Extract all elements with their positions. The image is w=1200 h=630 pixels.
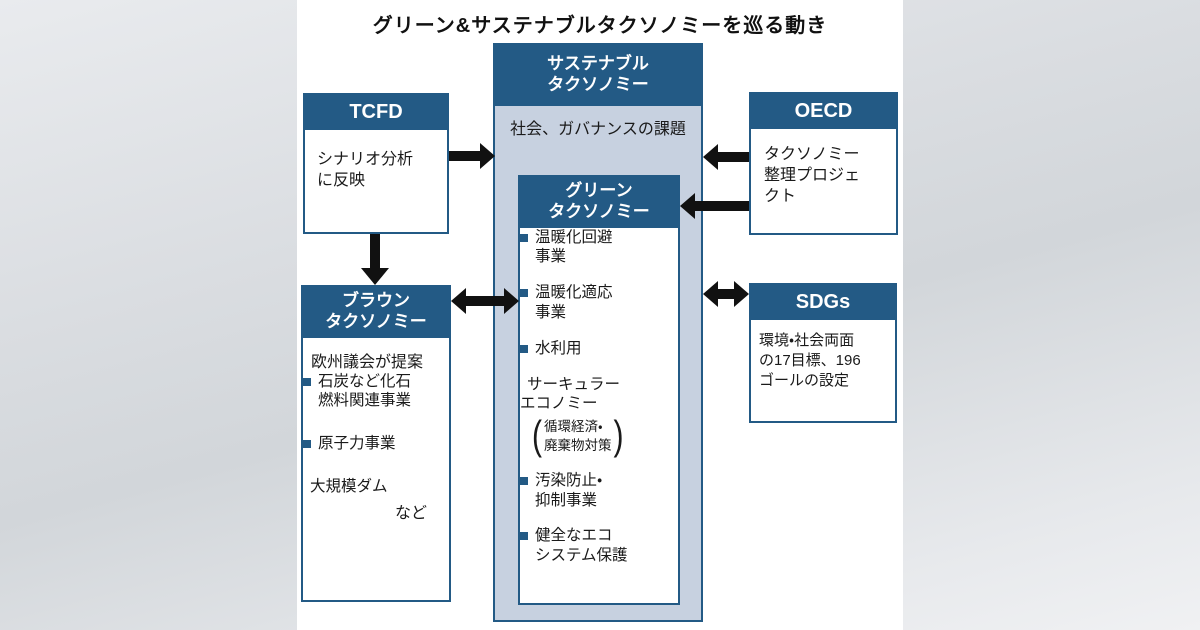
arrow-brown-green-double-icon — [451, 288, 519, 314]
green-taxonomy-list: 温暖化回避 事業 温暖化適応 事業 水利用 サーキュラー エコノミー — [520, 228, 678, 567]
bullet-icon — [303, 377, 311, 386]
list-item: 温暖化回避 事業 — [520, 228, 678, 268]
bullet-icon — [520, 289, 528, 298]
list-item: 温暖化適応 事業 — [520, 283, 678, 323]
brown-taxonomy-header: ブラウン タクソノミー — [302, 286, 450, 338]
sdgs-header: SDGs — [750, 284, 896, 320]
tcfd-box: TCFD シナリオ分析 に反映 — [303, 93, 449, 234]
arrow-green-sdgs-double-icon — [703, 281, 749, 307]
oecd-header: OECD — [750, 93, 897, 129]
bullet-icon — [303, 440, 311, 449]
open-paren-glyph: ( — [532, 413, 542, 459]
sdgs-box: SDGs 環境・社会両面 の17目標、196 ゴールの設定 — [749, 283, 897, 423]
oecd-box: OECD タクソノミー 整理プロジェ クト — [749, 92, 898, 235]
sustainable-taxonomy-header: サステナブル タクソノミー — [494, 44, 702, 106]
brown-taxonomy-note: 欧州議会が提案 — [311, 353, 424, 371]
list-item: 大規模ダム など — [303, 477, 449, 523]
green-taxonomy-box: グリーン タクソノミー 温暖化回避 事業 温暖化適応 事業 水利用 — [518, 175, 680, 605]
arrow-oecd-to-green-icon — [680, 193, 749, 219]
bullet-icon — [520, 344, 528, 353]
bullet-icon — [520, 233, 528, 242]
brown-taxonomy-box: ブラウン タクソノミー 欧州議会が提案 石炭など化石 燃料関連事業 原子力事業 … — [301, 285, 451, 602]
sustainable-taxonomy-note: 社会、ガバナンスの課題 — [510, 120, 686, 138]
bullet-icon — [520, 532, 528, 541]
list-item: サーキュラー エコノミー ( 循環経済・ 廃棄物対策 ) — [520, 375, 678, 459]
bullet-icon — [520, 476, 528, 485]
green-taxonomy-header: グリーン タクソノミー — [519, 176, 679, 228]
sdgs-body: 環境・社会両面 の17目標、196 ゴールの設定 — [759, 332, 861, 389]
circular-economy-paren-note: ( 循環経済・ 廃棄物対策 ) — [532, 413, 624, 459]
tcfd-header: TCFD — [304, 94, 448, 130]
list-item: 水利用 — [520, 339, 678, 359]
brown-taxonomy-list: 石炭など化石 燃料関連事業 原子力事業 大規模ダム など — [303, 372, 449, 523]
close-paren-glyph: ) — [613, 413, 624, 459]
list-item: 汚染防止・ 抑制事業 — [520, 471, 678, 511]
list-item: 健全なエコ システム保護 — [520, 526, 678, 566]
arrow-oecd-to-sustainable-icon — [703, 144, 749, 170]
tcfd-body: シナリオ分析 に反映 — [317, 151, 414, 190]
diagram-title: グリーン&サステナブルタクソノミーを巡る動き — [372, 15, 828, 37]
oecd-body: タクソノミー 整理プロジェ クト — [764, 146, 861, 206]
list-item: 石炭など化石 燃料関連事業 — [303, 372, 449, 412]
diagram-panel: グリーン&サステナブルタクソノミーを巡る動き サステナブル タクソノミー 社会、… — [297, 0, 903, 630]
arrow-tcfd-to-sustainable-icon — [449, 143, 495, 169]
brown-list-suffix: など — [394, 504, 427, 522]
list-item: 原子力事業 — [303, 434, 449, 454]
arrow-tcfd-to-brown-icon — [361, 234, 389, 285]
